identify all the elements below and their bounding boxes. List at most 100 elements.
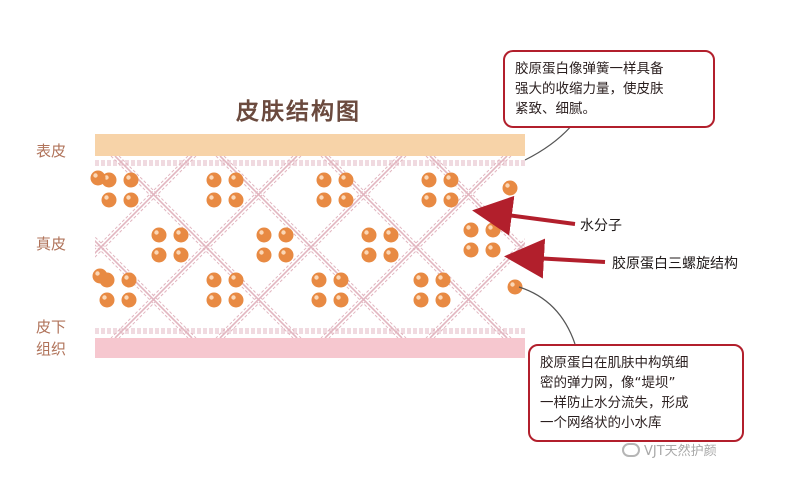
collagen-strand (0, 156, 91, 338)
water-molecule-highlight (231, 295, 236, 300)
water-molecule (206, 172, 222, 188)
collagen-strand (118, 156, 302, 338)
water-molecule-highlight (126, 195, 131, 200)
collagen-strand (324, 156, 508, 338)
water-molecule (333, 292, 349, 308)
water-arrow (472, 195, 576, 236)
water-molecule-highlight (416, 275, 421, 280)
water-molecule-highlight (209, 175, 214, 180)
collagen-strand (640, 156, 800, 338)
top-callout-line3: 紧致、细腻。 (515, 101, 596, 117)
water-molecule-highlight (438, 275, 443, 280)
water-molecule (206, 272, 222, 288)
collagen-strand (0, 156, 83, 338)
water-molecule-highlight (505, 183, 510, 188)
water-molecule (173, 227, 189, 243)
collagen-strand (0, 156, 87, 338)
water-molecule (123, 172, 139, 188)
collagen-strand (531, 156, 713, 338)
collagen-strand (223, 156, 407, 338)
water-molecule-highlight (231, 195, 236, 200)
collagen-helix-label: 胶原蛋白三螺旋结构 (612, 256, 738, 272)
collagen-strand (0, 156, 87, 338)
water-molecule (151, 247, 167, 263)
water-molecule (361, 227, 377, 243)
water-molecule (256, 227, 272, 243)
top-callout-pointer (524, 123, 574, 161)
collagen-strand (320, 156, 504, 338)
water-molecule-highlight (281, 230, 286, 235)
bottom-callout-line2: 密的弹力网，像“堤坝” (540, 375, 676, 391)
top-callout-line2: 强大的收缩力量，使皮肤 (515, 81, 664, 97)
water-molecule-highlight (341, 175, 346, 180)
water-molecule (443, 192, 459, 208)
water-molecule-highlight (336, 295, 341, 300)
water-molecule-highlight (364, 230, 369, 235)
collagen-strand (0, 156, 91, 338)
water-molecule (228, 272, 244, 288)
collagen-strand (328, 156, 512, 338)
collagen-strand (95, 156, 197, 258)
water-molecule (90, 170, 106, 186)
water-molecule (413, 272, 429, 288)
collagen-strand (320, 156, 504, 338)
bottom-callout: 胶原蛋白在肌肤中构筑细 密的弹力网，像“堤坝” 一样防止水分流失，形成 一个网络… (528, 344, 744, 442)
water-molecule (338, 172, 354, 188)
bottom-callout-line3: 一样防止水分流失，形成 (540, 395, 689, 411)
collagen-strand (114, 156, 298, 338)
water-molecule (361, 247, 377, 263)
water-molecule (435, 272, 451, 288)
water-molecule-highlight (319, 195, 324, 200)
water-molecule-highlight (424, 195, 429, 200)
water-molecule (311, 292, 327, 308)
water-molecule-highlight (341, 195, 346, 200)
collagen-strand (433, 246, 525, 338)
water-molecule (383, 247, 399, 263)
water-molecule-highlight (231, 175, 236, 180)
water-molecule-highlight (154, 230, 159, 235)
water-molecule-highlight (281, 250, 286, 255)
water-molecule-highlight (314, 275, 319, 280)
collagen-strand (215, 156, 399, 338)
water-molecule (485, 242, 501, 258)
water-molecule-highlight (259, 250, 264, 255)
water-molecule-highlight (95, 271, 100, 276)
water-molecule-highlight (259, 230, 264, 235)
water-molecule-highlight (446, 195, 451, 200)
water-molecule (228, 172, 244, 188)
water-molecule (443, 172, 459, 188)
bottom-callout-line4: 一个网络状的小水库 (540, 415, 662, 431)
collagen-strand (539, 156, 721, 338)
collagen-strand (640, 156, 800, 338)
collagen-strand (644, 156, 800, 338)
water-molecule (121, 272, 137, 288)
collagen-strand (328, 156, 512, 338)
water-molecule-highlight (510, 282, 515, 287)
water-molecule-highlight (209, 195, 214, 200)
collagen-strand (95, 156, 189, 250)
water-molecule (151, 227, 167, 243)
water-molecule-highlight (466, 225, 471, 230)
water-molecule (502, 180, 518, 196)
water-molecule-highlight (466, 245, 471, 250)
label-epidermis: 表皮 (36, 142, 67, 160)
water-molecule-highlight (438, 295, 443, 300)
water-molecule-highlight (336, 275, 341, 280)
label-subcutaneous-line1: 皮下 (36, 318, 67, 336)
water-molecule (206, 292, 222, 308)
water-molecule-highlight (124, 295, 129, 300)
water-molecule-highlight (209, 275, 214, 280)
water-molecule (421, 172, 437, 188)
water-molecule (256, 247, 272, 263)
water-molecule (463, 242, 479, 258)
water-molecule-highlight (176, 230, 181, 235)
water-molecule (278, 247, 294, 263)
water-molecule (228, 292, 244, 308)
water-molecule (316, 192, 332, 208)
water-molecule (413, 292, 429, 308)
water-molecule-highlight (154, 250, 159, 255)
water-molecule (92, 268, 108, 284)
collagen-strand (118, 156, 302, 338)
